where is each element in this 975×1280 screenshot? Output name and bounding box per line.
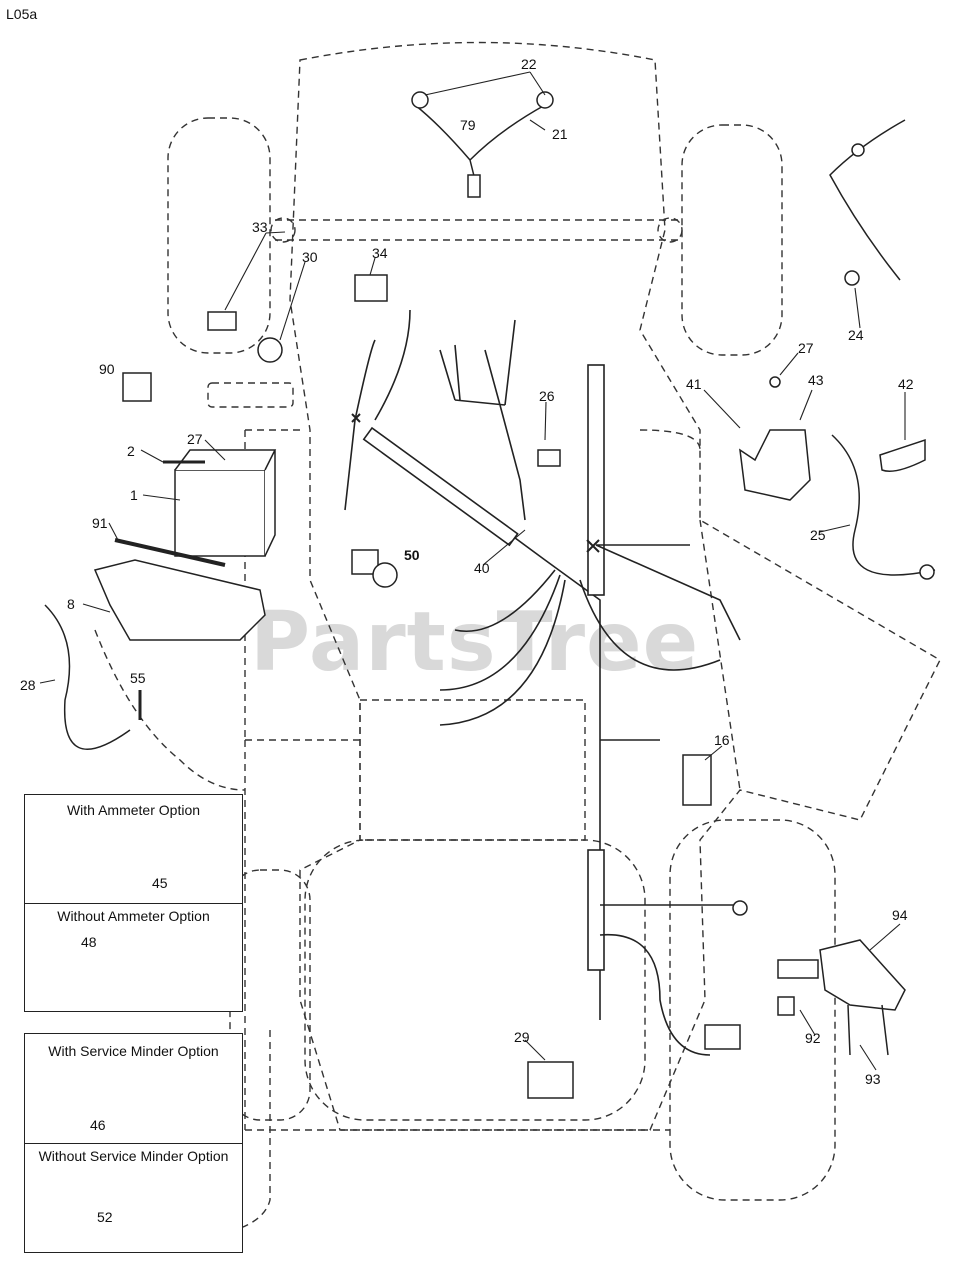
with-service-minder-title: With Service Minder Option	[48, 1043, 219, 1059]
part-29-switch	[527, 1061, 574, 1099]
front-left-wheel	[167, 117, 271, 354]
callout-16: 16	[714, 732, 730, 748]
callout-48: 48	[81, 934, 97, 950]
service-minder-divider	[25, 1143, 242, 1144]
callout-25: 25	[810, 527, 826, 543]
part-30-ignition	[257, 337, 283, 363]
callout-34: 34	[372, 245, 388, 261]
harness-sleeve-upper	[587, 364, 605, 596]
part-43-solenoid	[739, 429, 811, 501]
callout-42: 42	[898, 376, 914, 392]
callout-33: 33	[252, 219, 268, 235]
callout-27-solenoid: 27	[798, 340, 814, 356]
part-16-switch	[682, 754, 712, 806]
callout-27-battery: 27	[187, 431, 203, 447]
part-1-battery	[174, 469, 266, 557]
service-minder-option-box: With Service Minder Option 46 Without Se…	[24, 1033, 243, 1253]
part-26-relay	[537, 449, 561, 467]
callout-26: 26	[539, 388, 555, 404]
rear-right-wheel	[669, 819, 836, 1201]
with-ammeter-title: With Ammeter Option	[66, 802, 201, 818]
callout-45: 45	[152, 875, 168, 891]
ammeter-option-box: With Ammeter Option 45 Without Ammeter O…	[24, 794, 243, 1012]
document-id: L05a	[6, 6, 38, 22]
right-fender	[639, 429, 741, 791]
callout-28: 28	[20, 677, 36, 693]
without-service-minder-title: Without Service Minder Option	[38, 1148, 229, 1164]
callout-91: 91	[92, 515, 108, 531]
harness-sleeve-lower	[587, 849, 605, 971]
callout-41: 41	[686, 376, 702, 392]
callout-29: 29	[514, 1029, 530, 1045]
headlight-harness	[414, 104, 546, 181]
front-right-wheel	[681, 124, 783, 356]
without-ammeter-title: Without Ammeter Option	[57, 908, 210, 924]
callout-55: 55	[130, 670, 146, 686]
callout-1: 1	[130, 487, 138, 503]
callout-52: 52	[97, 1209, 113, 1225]
part-24-cable	[829, 119, 906, 281]
callout-46: 46	[90, 1117, 106, 1133]
callout-50: 50	[404, 547, 420, 563]
seat-outline	[304, 839, 646, 1121]
callout-2: 2	[127, 443, 135, 459]
callout-40: 40	[474, 560, 490, 576]
part-94	[819, 939, 906, 1011]
part-8-tray	[93, 559, 266, 641]
ammeter-divider	[25, 903, 242, 904]
callout-24: 24	[848, 327, 864, 343]
callout-92: 92	[805, 1030, 821, 1046]
part-92	[777, 959, 819, 979]
rear-section	[359, 699, 586, 841]
callout-30: 30	[302, 249, 318, 265]
part-42-cover	[879, 438, 926, 472]
part-33-key	[207, 311, 237, 331]
callout-90: 90	[99, 361, 115, 377]
front-axle	[275, 219, 680, 241]
callout-94: 94	[892, 907, 908, 923]
callout-93: 93	[865, 1071, 881, 1087]
callout-79: 79	[460, 117, 476, 133]
part-90	[122, 372, 152, 402]
watermark: PartsTree	[250, 595, 700, 690]
part-34-switch	[354, 274, 388, 302]
battery-zone	[207, 382, 294, 408]
callout-8: 8	[67, 596, 75, 612]
callout-22: 22	[521, 56, 537, 72]
hood-outline	[289, 41, 941, 1131]
callout-43: 43	[808, 372, 824, 388]
callout-21: 21	[552, 126, 568, 142]
